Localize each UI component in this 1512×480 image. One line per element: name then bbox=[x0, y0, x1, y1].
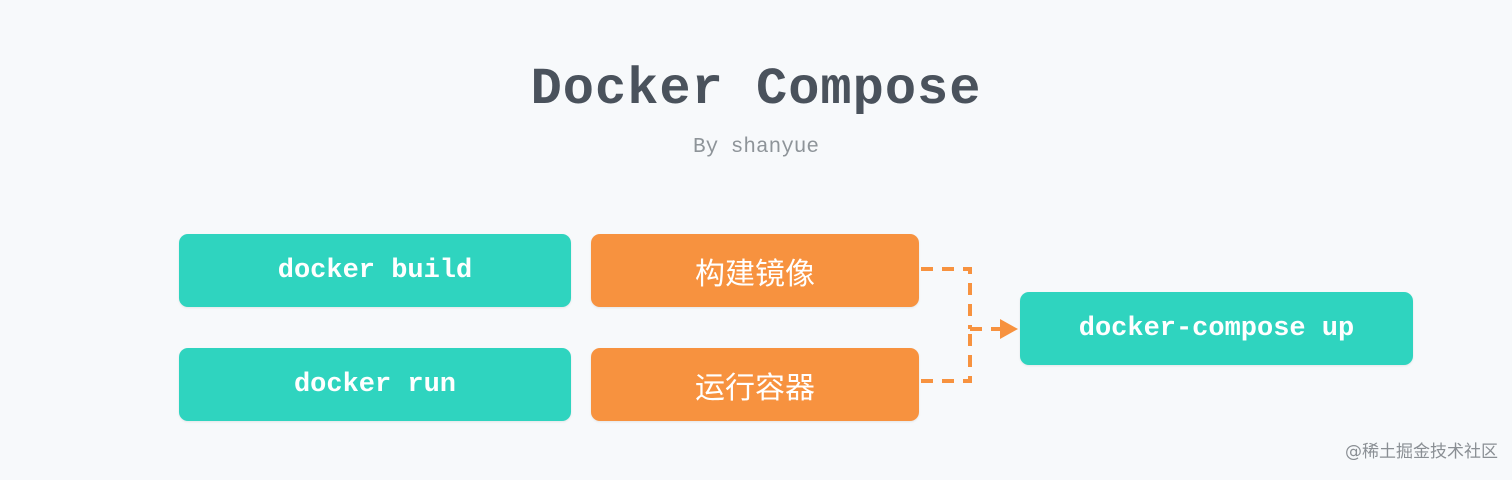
author-subtitle: By shanyue bbox=[692, 136, 820, 159]
docker-run-label: docker run bbox=[293, 369, 457, 400]
arrowhead-icon bbox=[1000, 319, 1018, 339]
page-title: Docker Compose bbox=[530, 60, 982, 119]
watermark: @稀土掘金技术社区 bbox=[1345, 442, 1498, 462]
docker-build-box: docker build bbox=[179, 234, 571, 307]
build-image-box: 构建镜像 bbox=[591, 234, 919, 307]
run-container-box: 运行容器 bbox=[591, 348, 919, 421]
build-image-label: 构建镜像 bbox=[695, 256, 815, 292]
docker-run-box: docker run bbox=[179, 348, 571, 421]
run-container-label: 运行容器 bbox=[695, 370, 815, 406]
connector-from-build-image bbox=[921, 267, 972, 329]
connector-from-run-container bbox=[921, 329, 972, 383]
docker-compose-up-box: docker-compose up bbox=[1020, 292, 1413, 365]
docker-build-label: docker build bbox=[277, 255, 473, 286]
docker-compose-up-label: docker-compose up bbox=[1078, 313, 1355, 344]
